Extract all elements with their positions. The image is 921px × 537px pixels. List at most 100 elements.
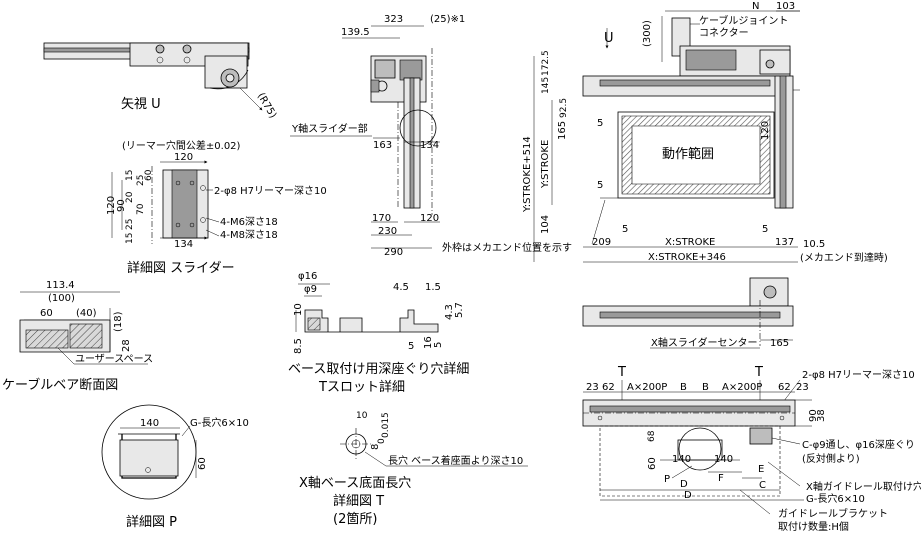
letter-p: P [664,474,670,485]
bot-dim-a200-a: A×200P [627,382,667,393]
slider-dim-left-0: 15 [125,170,135,181]
main-inner-120: 120 [760,121,771,140]
bot-inner-60: 60 [647,457,658,470]
view-u-title: 矢視 U [121,97,161,112]
detail-p-marker-icon [678,427,722,471]
cable-bear-section: 113.4 (100) 60 (40) (18) 28 ユーザースペース ケーブ… [2,280,153,393]
mark-t-right: T [754,365,763,380]
mount-dim-5b: 5 [433,342,444,348]
main-dim-n: N [752,1,759,12]
letter-e: E [758,464,764,475]
mech-end-note: (メカエンド到達時) [800,252,888,264]
main-dim-137: 137 [775,237,794,248]
bot-dim-23b: 23 [796,382,809,393]
slider-dim-left-6: 15 [125,233,135,244]
bot-dim-38: 38 [816,409,827,422]
bot-dim-62a: 62 [602,382,615,393]
x-slider-center-label: X軸スライダーセンター [651,336,757,349]
callout-opposite-side: (反対側より) [802,452,860,465]
letter-d-b: D [684,490,692,501]
main-dim-209: 209 [592,237,611,248]
detail-t-note: 長穴 ベース着座面より深さ10 [388,454,523,467]
frame-note: 外枠はメカエンド位置を示す [442,241,572,254]
detail-t-tol-upper: 0.015 [381,412,391,438]
side-view: 323 (25)※1 139.5 Y軸スライダー部 163 134 170 12… [290,14,465,258]
slider-callout-m6: 4-M6深さ18 [220,216,278,228]
mount-dim-8-5: 8.5 [293,338,304,354]
detail-p: 140 G-長穴6×10 60 詳細図 P [101,404,249,530]
detail-t-title-3: (2箇所) [333,511,377,527]
cable-bear-title: ケーブルベア断面図 [2,377,118,393]
main-dim-x-stroke-346: X:STROKE+346 [648,252,726,263]
main-dim-x-stroke: X:STROKE [665,237,715,248]
main-dim-300: (300) [642,20,653,47]
main-dim-92: 92.5 [559,98,569,118]
connector-label-1: ケーブルジョイント [699,14,788,27]
user-space-label: ユーザースペース [75,353,153,365]
callout-guide-rail-holes: X軸ガイドレール取付け穴 [806,480,921,493]
base-mount-detail: φ16 φ9 4.5 1.5 10 8.5 5 16 4.3 5.7 5 ベース… [288,271,469,395]
main-dim-172: 172.5 [541,50,551,76]
mount-dim-phi16: φ16 [298,271,317,282]
mount-dim-1-5: 1.5 [425,282,441,293]
main-dim-10-5: 10.5 [803,239,825,250]
cable-dim-113: 113.4 [46,280,75,291]
main-inner-5a: 5 [597,118,603,129]
detail-t-title-2: 詳細図 T [333,493,384,509]
bot-dim-62b: 62 [778,382,791,393]
detail-p-dim-width: 140 [140,418,159,429]
bottom-view: T T 23 62 A×200P B B A×200P 62 23 2-φ8 H… [582,365,921,533]
side-dim-290: 290 [384,247,403,258]
main-dim-104: 104 [540,215,551,234]
connector-label-2: コネクター [699,27,749,39]
side-dim-139: 139.5 [341,27,370,38]
mount-dim-16: 16 [423,336,434,349]
main-dim-y-stroke: Y:STROKE [540,140,551,189]
slider-dim-left-5: 25 [125,219,135,230]
detail-p-title: 詳細図 P [126,514,177,530]
detail-p-slot-icon [145,467,151,473]
slider-detail-title: 詳細図 スライダー [127,260,235,276]
cable-dim-28: 28 [121,339,132,352]
bot-dim-23a: 23 [586,382,599,393]
side-dim-163: 163 [373,140,392,151]
slider-dim-top: 120 [174,152,193,163]
callout-bracket: ガイドレールブラケット [778,507,888,520]
bot-inner-140a: 140 [672,454,691,465]
bot-dim-b-b: B [702,382,709,393]
mount-dim-4-5: 4.5 [393,282,409,293]
x-slider-view: X軸スライダーセンター 165 [582,277,794,349]
mount-profile [304,309,439,333]
cable-dim-40: (40) [76,308,97,319]
mount-dim-10: 10 [293,303,304,316]
slider-callout-reamer: 2-φ8 H7リーマー深さ10 [214,185,327,197]
side-dim-323: 323 [384,14,403,25]
bottom-footprint [599,425,781,497]
callout-bracket-qty: 取付け数量:H個 [778,520,849,533]
slider-callout-m8: 4-M8深さ18 [220,229,278,241]
detail-t-title-1: X軸ベース底面長穴 [299,475,411,491]
detail-t: 10 8 0.015 0 長穴 ベース着座面より深さ10 X軸ベース底面長穴 詳… [299,411,528,527]
bot-inner-140b: 140 [714,454,733,465]
main-dim-145: 145 [541,77,551,94]
arrow-u-label: U [604,31,614,46]
base-mount-title: ベース取付け用深座ぐり穴詳細 [288,361,469,377]
detail-t-dim-10: 10 [356,411,368,421]
mount-dim-4-3: 4.3 [444,304,455,320]
cable-dim-18: (18) [113,311,124,332]
cable-dim-60: 60 [40,308,53,319]
slider-dim-left-2: 60 [144,169,154,181]
letter-c: C [759,480,766,491]
main-inner-5b: 5 [597,180,603,191]
x-slider-dim-165: 165 [770,338,789,349]
slider-dim-outer-1: 90 [116,199,127,212]
range-label: 動作範囲 [662,147,714,162]
slider-tolerance-note: (リーマー穴間公差±0.02) [122,139,241,152]
mark-t-left: T [617,365,626,380]
side-dim-170: 170 [372,213,391,224]
bot-dim-b-a: B [680,382,687,393]
callout-c-hole: C-φ9通し、φ16深座ぐり [802,438,915,451]
detail-p-slot-label: G-長穴6×10 [190,416,249,429]
bot-reamer-callout: 2-φ8 H7リーマー深さ10 [802,369,915,381]
